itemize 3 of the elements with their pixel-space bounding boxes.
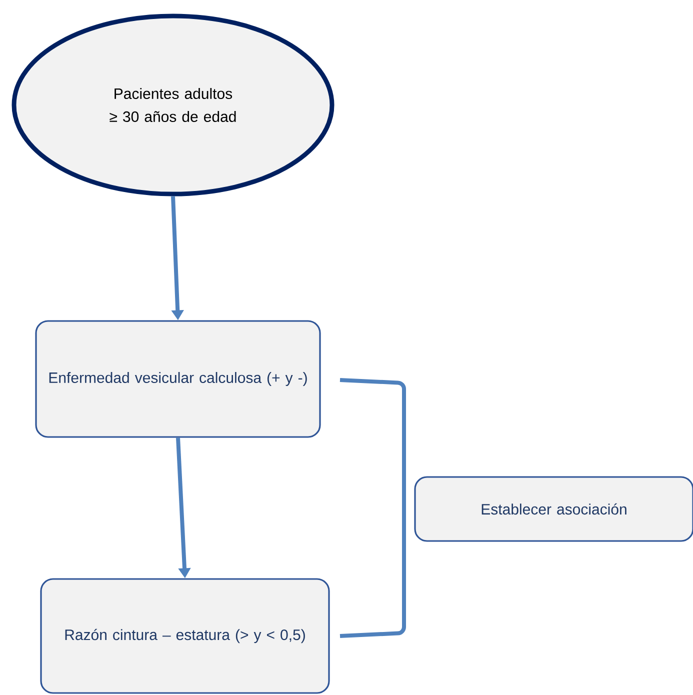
process-box: Enfermedad vesicular calculosa (+ y -) [35, 320, 321, 438]
process-box: Razón cintura – estatura (> y < 0,5) [40, 578, 330, 694]
process-box: Establecer asociación [414, 476, 693, 542]
